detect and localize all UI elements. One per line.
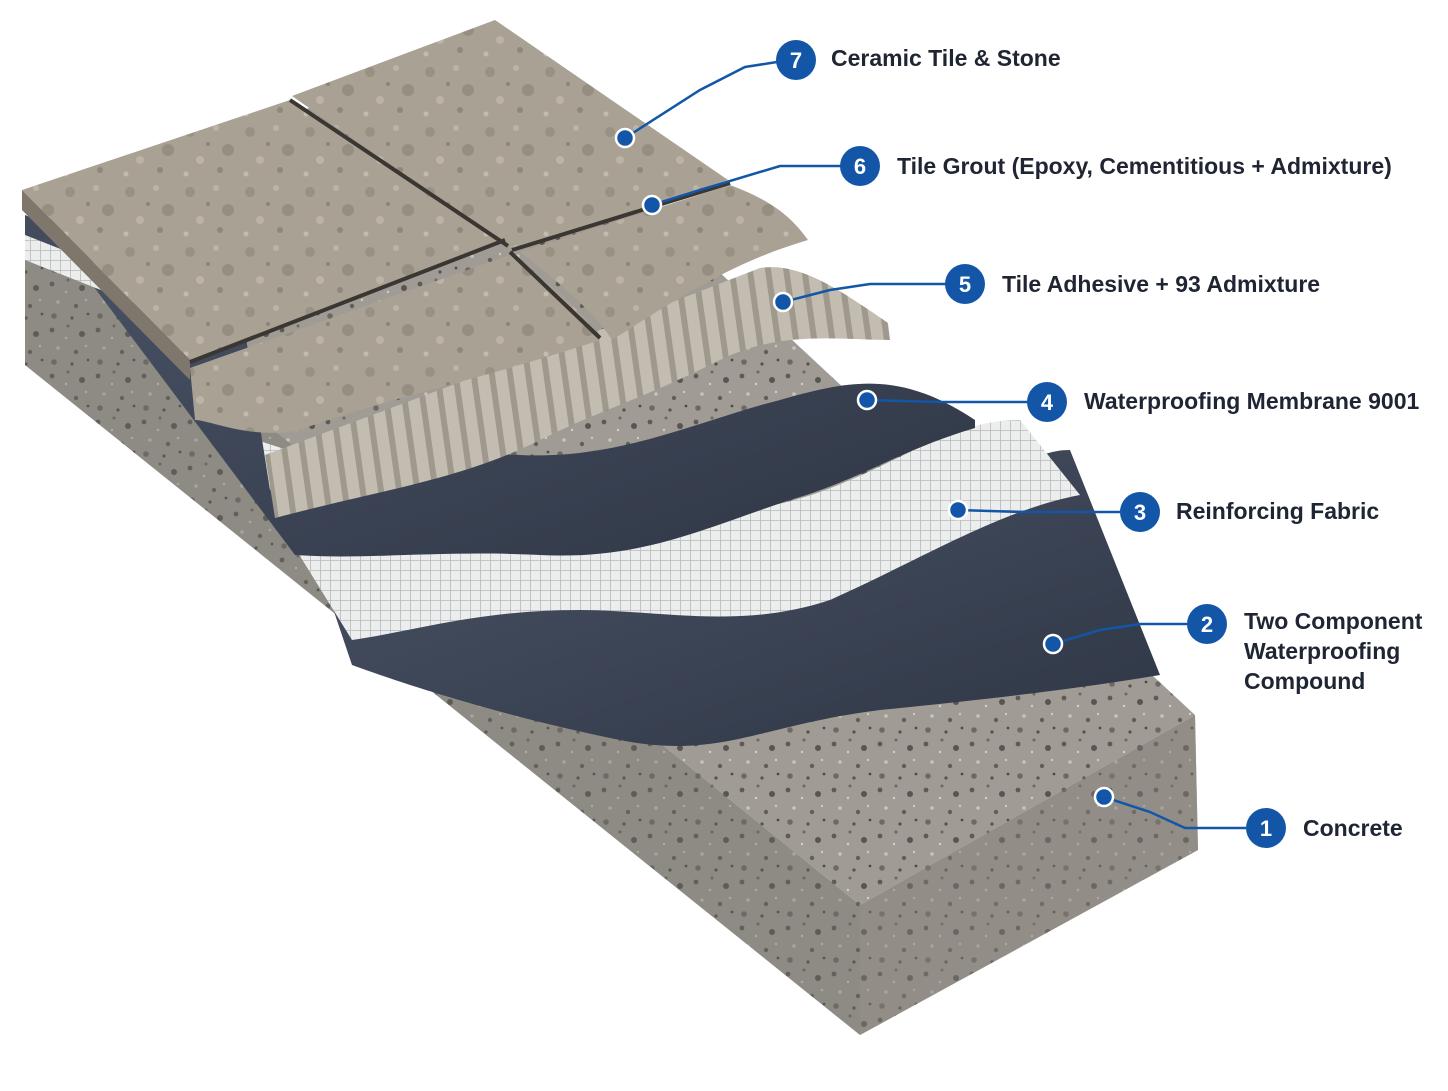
number-badge-2 <box>1187 604 1227 644</box>
badge-number-6: 6 <box>854 154 866 179</box>
label-line: Ceramic Tile & Stone <box>831 45 1061 71</box>
badge-number-2: 2 <box>1201 612 1213 637</box>
label-line: Two Component <box>1244 608 1423 634</box>
leader-line-1 <box>1103 795 1246 830</box>
label-line: Waterproofing Membrane 9001 <box>1084 388 1420 414</box>
leader-line-5 <box>782 282 946 304</box>
leader-line-6 <box>651 164 841 207</box>
leader-dot-1 <box>1093 786 1115 808</box>
number-badge-4 <box>1027 382 1067 422</box>
membrane-layer <box>40 215 975 557</box>
tile-edge <box>22 190 190 380</box>
layer-label-5: Tile Adhesive + 93 Admixture <box>1002 269 1320 299</box>
leader-dot-3 <box>947 499 969 521</box>
layer-label-6: Tile Grout (Epoxy, Cementitious + Admixt… <box>897 151 1392 181</box>
grout-line <box>189 98 731 364</box>
label-line: Concrete <box>1303 815 1403 841</box>
label-line: Tile Adhesive + 93 Admixture <box>1002 271 1321 297</box>
layer-label-7: Ceramic Tile & Stone <box>831 43 1061 73</box>
tile-front-left <box>190 255 600 433</box>
badge-number-7: 7 <box>790 48 802 73</box>
layer-label-4: Waterproofing Membrane 9001 <box>1084 386 1419 416</box>
label-line: Reinforcing Fabric <box>1176 498 1380 524</box>
number-badge-3 <box>1120 492 1160 532</box>
tile-front-right <box>520 185 808 340</box>
leader-dot-4 <box>856 389 878 411</box>
badge-number-5: 5 <box>959 272 971 297</box>
badge-number-4: 4 <box>1041 390 1054 415</box>
layer-label-1: Concrete <box>1303 813 1403 843</box>
layer-label-2: Two Component Waterproofing Compound <box>1244 606 1422 696</box>
leader-dot-6 <box>641 194 663 216</box>
layer-label-3: Reinforcing Fabric <box>1176 496 1379 526</box>
leader-line-2 <box>1052 622 1188 646</box>
label-line: Compound <box>1244 668 1366 694</box>
leader-line-4 <box>866 398 1028 404</box>
badge-number-3: 3 <box>1134 500 1146 525</box>
leader-line-7 <box>624 60 778 140</box>
number-badge-6 <box>840 146 880 186</box>
leader-dot-2 <box>1042 633 1064 655</box>
badge-number-1: 1 <box>1260 816 1272 841</box>
number-badge-1 <box>1246 808 1286 848</box>
tile-back-right <box>292 20 728 250</box>
label-line: Waterproofing <box>1244 638 1401 664</box>
leader-dot-7 <box>614 127 636 149</box>
number-badge-5 <box>945 264 985 304</box>
leader-dot-5 <box>772 291 794 313</box>
leader-line-3 <box>957 508 1122 514</box>
adhesive-layer <box>265 267 890 518</box>
label-line: Tile Grout (Epoxy, Cementitious + Admixt… <box>897 153 1392 179</box>
number-badge-7 <box>776 40 816 80</box>
callout-group: 1 2 3 4 5 6 7 <box>614 40 1286 848</box>
